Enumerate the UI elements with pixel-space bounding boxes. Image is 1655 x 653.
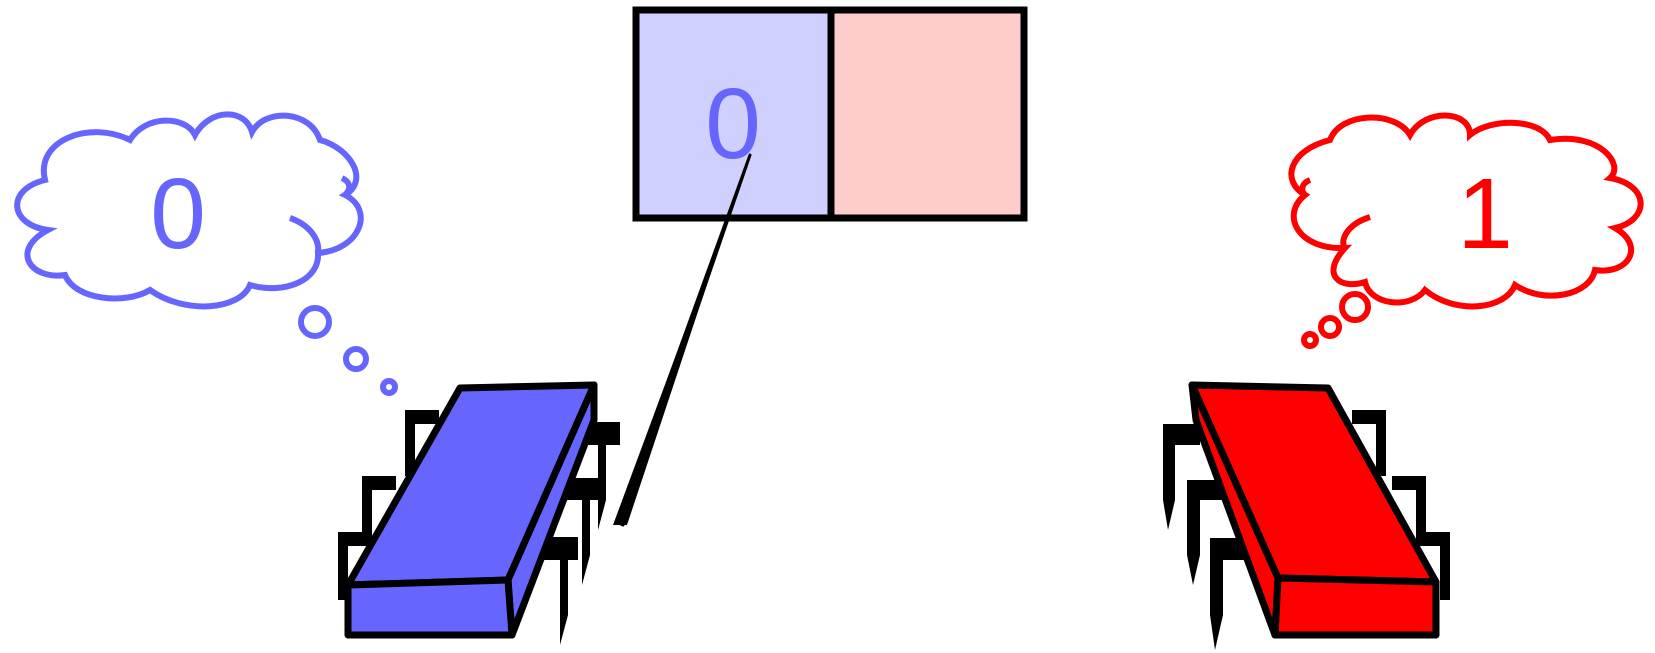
blue-chip-pins xyxy=(338,410,620,645)
red-chip-front xyxy=(1271,574,1440,639)
red-cloud-crease-1 xyxy=(1340,214,1372,250)
red-cloud-crease-2 xyxy=(1299,177,1312,198)
blue-thought-cloud xyxy=(14,111,398,396)
red-thought-cloud xyxy=(1288,112,1644,349)
blue-cloud-outline xyxy=(14,111,364,310)
memory-cell-left-value: 0 xyxy=(705,68,761,180)
blue-cloud-crease-2 xyxy=(340,175,353,198)
red-cloud-outline xyxy=(1288,112,1644,310)
memory-cell-left xyxy=(632,6,835,222)
blue-thought-bubble-small xyxy=(380,378,398,396)
write-pointer-base xyxy=(613,155,750,525)
blue-thought-bubble-medium xyxy=(343,346,369,372)
blue-thought-bubble-large xyxy=(298,305,332,339)
blue-processor-chip xyxy=(338,381,620,645)
memory-cell-right xyxy=(827,6,1028,222)
memory-register: 0 xyxy=(632,6,1028,222)
blue-thought-value: 0 xyxy=(150,158,206,270)
red-thought-value: 1 xyxy=(1457,158,1513,270)
red-thought-bubble-small xyxy=(1301,331,1319,349)
red-processor-chip xyxy=(1163,381,1450,650)
blue-cloud-crease-1 xyxy=(288,215,322,254)
red-thought-bubble-medium xyxy=(1318,315,1342,339)
red-chip-pins xyxy=(1163,410,1450,650)
blue-chip-front xyxy=(344,576,516,639)
red-thought-bubble-large xyxy=(1339,291,1371,323)
